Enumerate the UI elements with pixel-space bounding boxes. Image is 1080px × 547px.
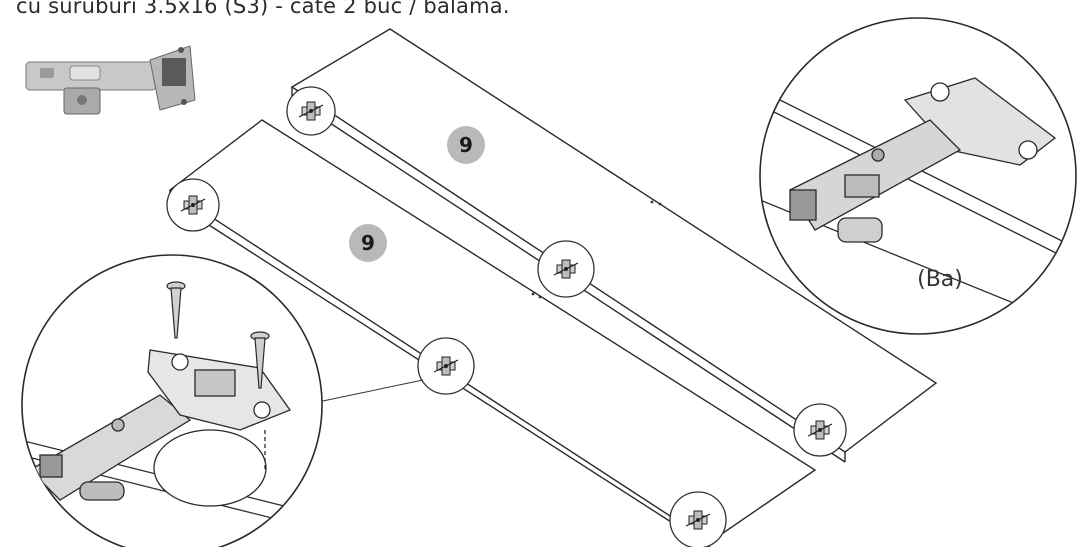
panel-marks bbox=[531, 200, 662, 299]
detail-leader bbox=[317, 379, 424, 403]
hinge-mark-5 bbox=[793, 403, 847, 457]
instruction-caption: cu suruburi 3.5x16 (S3) - cate 2 buc / b… bbox=[16, 0, 510, 18]
magnifier-circle-left bbox=[21, 254, 323, 547]
panel-badge-lower: 9 bbox=[349, 224, 387, 262]
hinge-mark-6 bbox=[669, 491, 727, 547]
hinge-photo-icon bbox=[25, 45, 196, 115]
panel-label-lower: 9 bbox=[361, 231, 375, 255]
screw-icon bbox=[166, 281, 270, 389]
magnifier-circle-right: (Ba) bbox=[759, 17, 1077, 335]
detail-reference-label: (Ba) bbox=[917, 267, 963, 292]
panel-badge-upper: 9 bbox=[447, 126, 485, 164]
panel-label-upper: 9 bbox=[459, 133, 473, 157]
hinge-mark-2 bbox=[166, 178, 220, 232]
hinge-mark-1 bbox=[286, 86, 336, 136]
hinge-mark-3 bbox=[537, 240, 595, 298]
hinge-mark-4 bbox=[417, 337, 475, 395]
